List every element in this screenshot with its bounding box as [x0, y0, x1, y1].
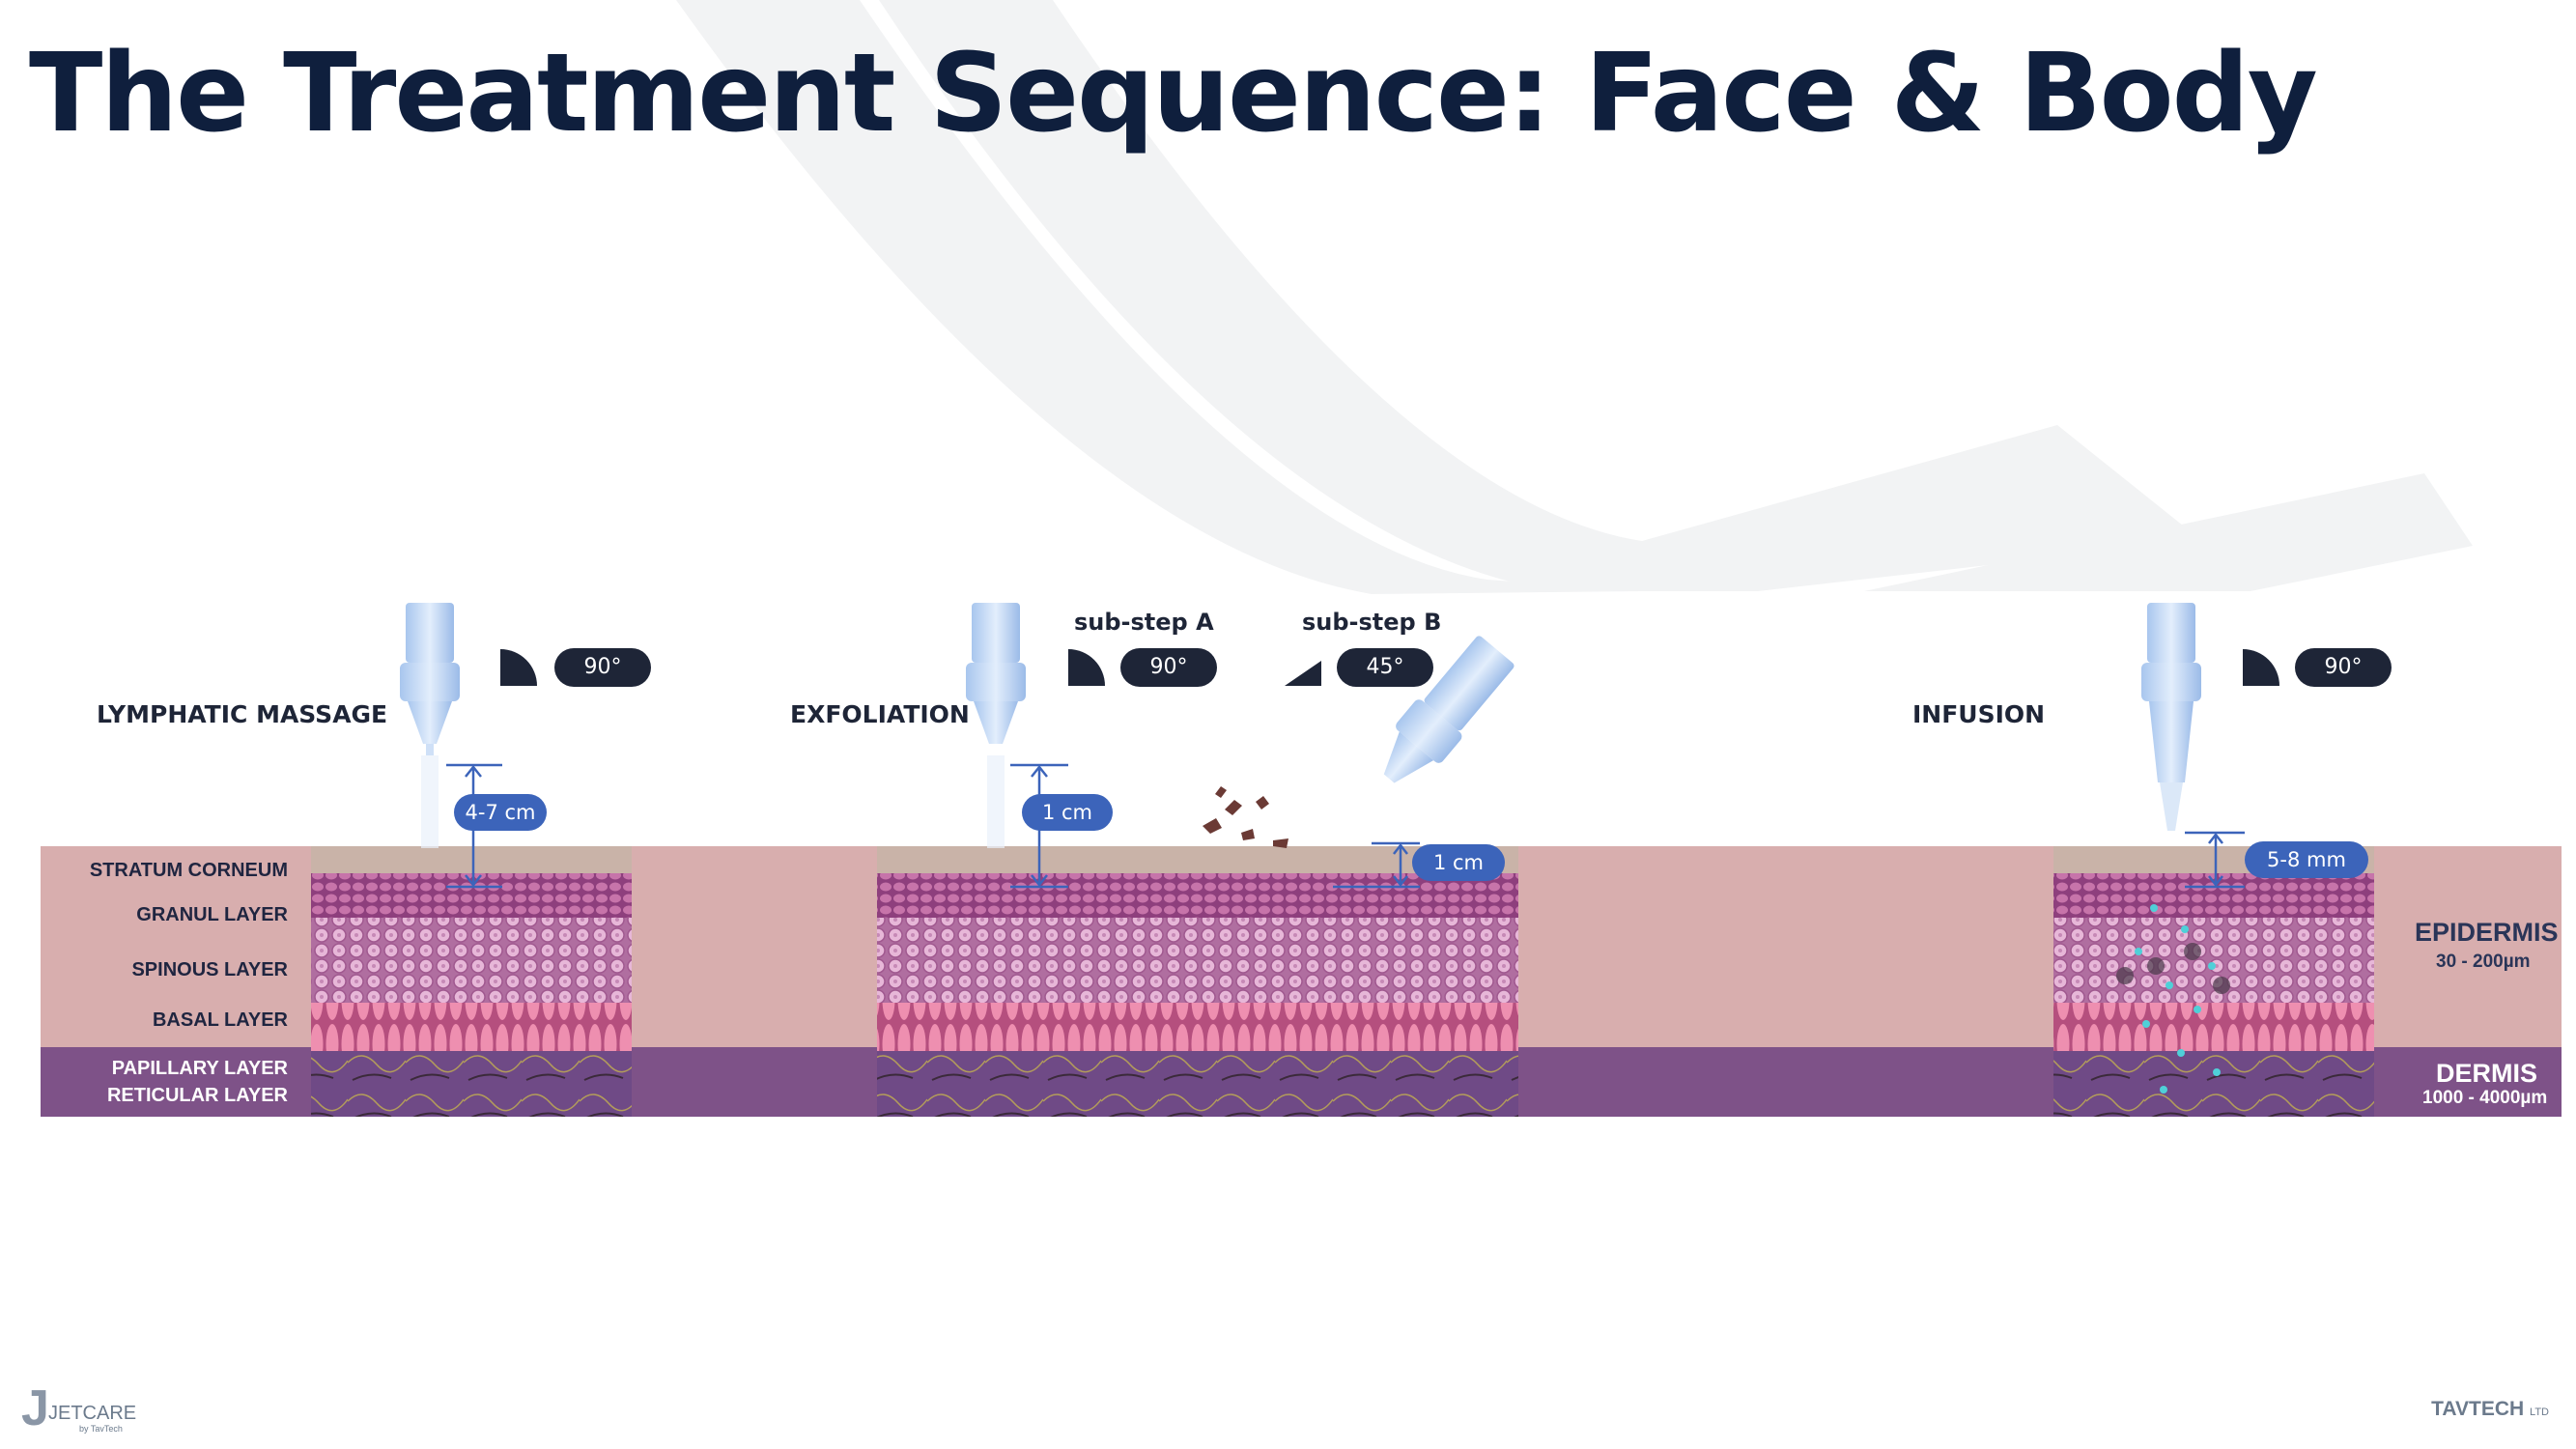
dermis-range: 1000 - 4000µm — [2422, 1088, 2548, 1108]
distance-pill-lymphatic: 4-7 cm — [454, 794, 547, 831]
skin-section-lymphatic — [311, 846, 632, 1117]
layer-label-papillary: PAPILLARY LAYER — [111, 1058, 288, 1079]
layer-label-stratum-corneum: STRATUM CORNEUM — [89, 860, 288, 881]
angle-45-icon — [1285, 661, 1321, 686]
angle-pill-infusion: 90° — [2295, 648, 2392, 687]
infusion-particles — [2135, 904, 2221, 1094]
layer-label-spinous: SPINOUS LAYER — [131, 959, 288, 980]
distance-pill-exfoliation-a: 1 cm — [1022, 794, 1113, 831]
skin-section-exfoliation — [877, 846, 1518, 1117]
step-label-lymphatic: LYMPHATIC MASSAGE — [97, 700, 388, 728]
angle-pill-exfoliation-b: 45° — [1337, 648, 1433, 687]
step-label-exfoliation: EXFOLIATION — [790, 700, 970, 728]
distance-pill-exfoliation-b: 1 cm — [1412, 844, 1505, 881]
angle-pill-lymphatic: 90° — [554, 648, 651, 687]
dermis-label: DERMIS — [2436, 1059, 2538, 1088]
angle-90-icon — [500, 649, 2279, 686]
layer-label-basal: BASAL LAYER — [152, 1009, 288, 1031]
jetcare-logo: J JETCARE by TavTech — [21, 1380, 136, 1436]
distance-arrow-infusion — [2185, 831, 2245, 889]
sub-step-a-label: sub-step A — [1074, 609, 1214, 636]
jetcare-logo-sub: by TavTech — [79, 1424, 123, 1434]
background-stripes — [676, 0, 2473, 594]
epidermis-label: EPIDERMIS — [2415, 918, 2559, 947]
step-label-infusion: INFUSION — [1912, 700, 2046, 728]
nozzle-lymphatic — [400, 603, 460, 848]
nozzle-exfoliation-b — [1383, 636, 1514, 783]
nozzle-infusion — [2141, 603, 2201, 831]
skin-section-infusion — [2053, 846, 2374, 1117]
angle-pill-exfoliation-a: 90° — [1120, 648, 1217, 687]
distance-arrow-exfoliation-b — [1333, 841, 1420, 889]
tavtech-logo-text: TAVTECH — [2431, 1398, 2525, 1420]
jetcare-logo-text: JETCARE — [48, 1403, 137, 1424]
sub-step-b-label: sub-step B — [1302, 609, 1442, 636]
nozzle-exfoliation-a — [966, 603, 1026, 848]
distance-pill-infusion: 5-8 mm — [2245, 841, 2368, 878]
jetcare-logo-mark: J — [21, 1380, 49, 1436]
tavtech-logo-suffix: LTD — [2530, 1406, 2549, 1418]
exfoliation-debris — [1203, 786, 1288, 848]
layer-label-reticular: RETICULAR LAYER — [106, 1085, 288, 1106]
slide-title: The Treatment Sequence: Face & Body — [29, 31, 2318, 156]
layer-label-granul: GRANUL LAYER — [136, 904, 288, 925]
tavtech-logo: TAVTECH LTD — [2431, 1398, 2549, 1421]
epidermis-range: 30 - 200µm — [2436, 952, 2531, 972]
